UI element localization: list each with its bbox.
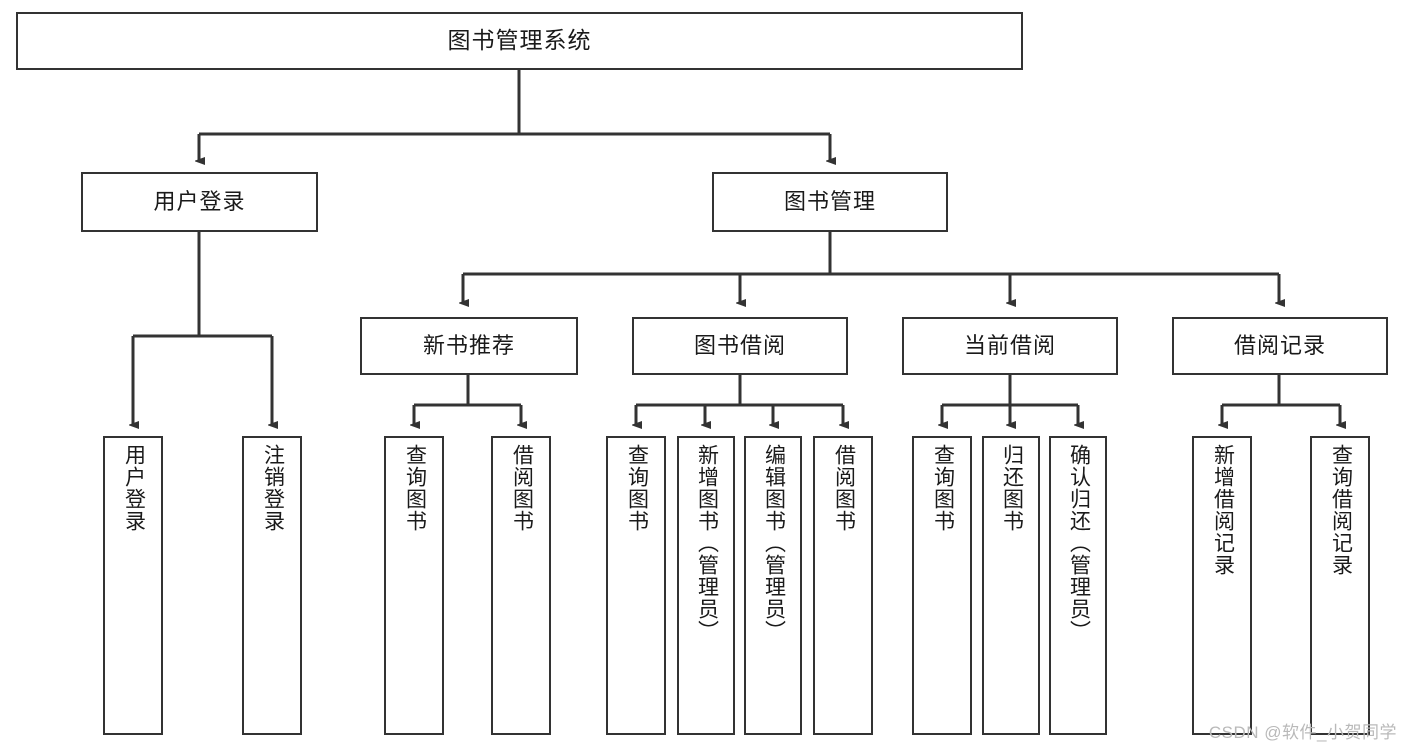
leaf-borrow-add-book-label: 新增图书（管理员）	[695, 444, 719, 642]
leaf-recommend-borrow-book-label: 借阅图书	[510, 444, 534, 532]
node-user-login[interactable]: 用户登录	[81, 172, 318, 232]
leaf-borrow-borrow-book[interactable]: 借阅图书	[813, 436, 873, 735]
node-borrow-record-label: 借阅记录	[1233, 332, 1326, 358]
node-book-borrow-label: 图书借阅	[693, 332, 786, 358]
leaf-current-query-book-label: 查询图书	[931, 444, 955, 532]
node-book-borrow[interactable]: 图书借阅	[632, 317, 848, 375]
leaf-borrow-borrow-book-label: 借阅图书	[832, 444, 856, 532]
leaf-logout[interactable]: 注销登录	[242, 436, 302, 735]
node-user-login-label: 用户登录	[153, 188, 246, 214]
leaf-current-return-book-label: 归还图书	[1000, 444, 1024, 532]
node-current-borrow-label: 当前借阅	[963, 332, 1056, 358]
leaf-recommend-query-book[interactable]: 查询图书	[384, 436, 444, 735]
leaf-record-add-label: 新增借阅记录	[1211, 444, 1235, 576]
leaf-user-login-label: 用户登录	[122, 444, 146, 532]
leaf-recommend-query-book-label: 查询图书	[403, 444, 427, 532]
leaf-borrow-add-book[interactable]: 新增图书（管理员）	[677, 436, 735, 735]
leaf-borrow-query-book-label: 查询图书	[625, 444, 649, 532]
node-root-label: 图书管理系统	[447, 27, 592, 54]
leaf-record-query-label: 查询借阅记录	[1329, 444, 1353, 576]
leaf-logout-label: 注销登录	[261, 444, 285, 532]
node-borrow-record[interactable]: 借阅记录	[1172, 317, 1388, 375]
node-new-book-recommend[interactable]: 新书推荐	[360, 317, 578, 375]
node-book-management-label: 图书管理	[783, 188, 876, 214]
leaf-borrow-edit-book[interactable]: 编辑图书（管理员）	[744, 436, 802, 735]
leaf-current-return-book[interactable]: 归还图书	[982, 436, 1040, 735]
leaf-record-query[interactable]: 查询借阅记录	[1310, 436, 1370, 735]
leaf-borrow-edit-book-label: 编辑图书（管理员）	[762, 444, 786, 642]
leaf-current-confirm-return[interactable]: 确认归还（管理员）	[1049, 436, 1107, 735]
leaf-current-query-book[interactable]: 查询图书	[912, 436, 972, 735]
node-current-borrow[interactable]: 当前借阅	[902, 317, 1118, 375]
csdn-watermark: CSDN @软件_小贺同学	[1208, 723, 1397, 742]
leaf-user-login[interactable]: 用户登录	[103, 436, 163, 735]
leaf-current-confirm-return-label: 确认归还（管理员）	[1067, 444, 1091, 642]
node-book-management[interactable]: 图书管理	[712, 172, 948, 232]
node-root-system[interactable]: 图书管理系统	[16, 12, 1023, 70]
node-new-book-recommend-label: 新书推荐	[422, 332, 515, 358]
leaf-borrow-query-book[interactable]: 查询图书	[606, 436, 666, 735]
leaf-recommend-borrow-book[interactable]: 借阅图书	[491, 436, 551, 735]
leaf-record-add[interactable]: 新增借阅记录	[1192, 436, 1252, 735]
